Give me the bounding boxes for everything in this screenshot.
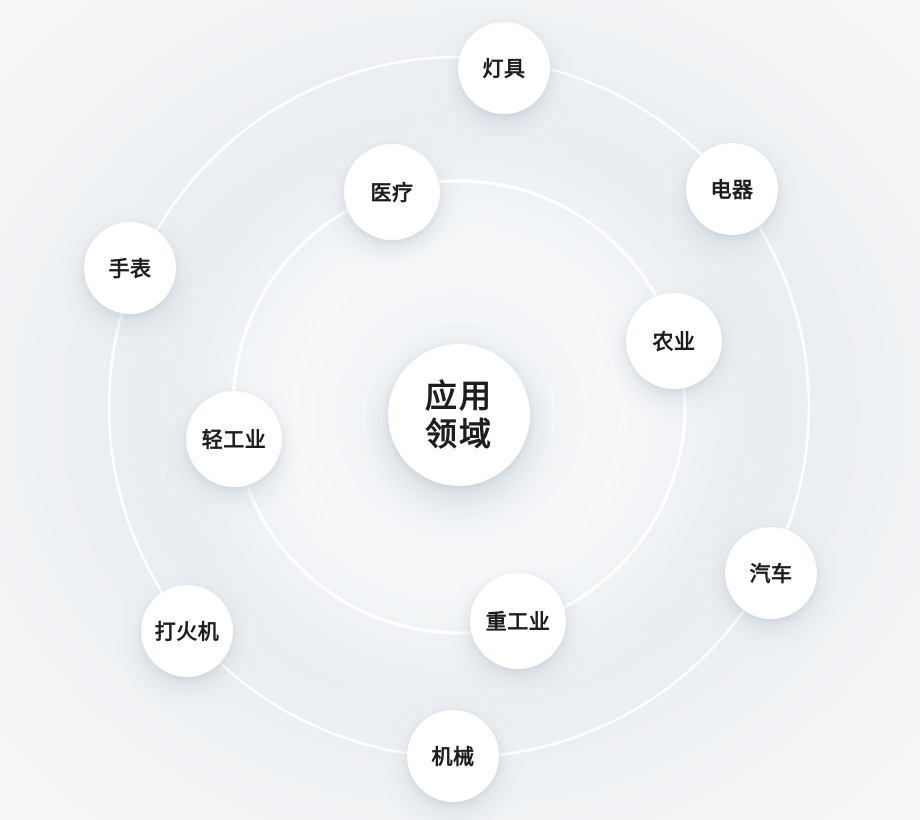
node-label: 汽车	[749, 562, 793, 586]
outer-node-machinery[interactable]: 机械	[407, 710, 499, 802]
outer-node-lighter[interactable]: 打火机	[141, 585, 233, 677]
inner-ripple-2	[330, 286, 588, 544]
center-node-application-domain[interactable]: 应用 领域	[388, 344, 530, 486]
center-label-line2: 领域	[424, 415, 493, 453]
outer-node-lighting[interactable]: 灯具	[458, 22, 550, 114]
inner-node-heavy-industry[interactable]: 重工业	[470, 573, 566, 669]
node-label: 医疗	[370, 181, 414, 205]
node-label: 重工业	[485, 610, 551, 634]
node-label: 电器	[710, 178, 754, 202]
outer-node-automotive[interactable]: 汽车	[725, 527, 817, 619]
inner-node-light-industry[interactable]: 轻工业	[186, 391, 282, 487]
node-label: 轻工业	[201, 428, 267, 452]
node-label: 打火机	[154, 620, 220, 644]
inner-node-agriculture[interactable]: 农业	[626, 293, 722, 389]
outer-node-appliances[interactable]: 电器	[686, 143, 778, 235]
inner-ripple-1	[363, 319, 555, 511]
inner-ripple-3	[296, 252, 622, 578]
node-label: 手表	[108, 257, 152, 281]
inner-node-medical[interactable]: 医疗	[344, 144, 440, 240]
node-label: 灯具	[482, 57, 526, 81]
node-label: 农业	[652, 330, 696, 354]
node-label: 机械	[431, 745, 475, 769]
center-label-line1: 应用	[424, 377, 493, 415]
outer-node-watches[interactable]: 手表	[84, 222, 176, 314]
